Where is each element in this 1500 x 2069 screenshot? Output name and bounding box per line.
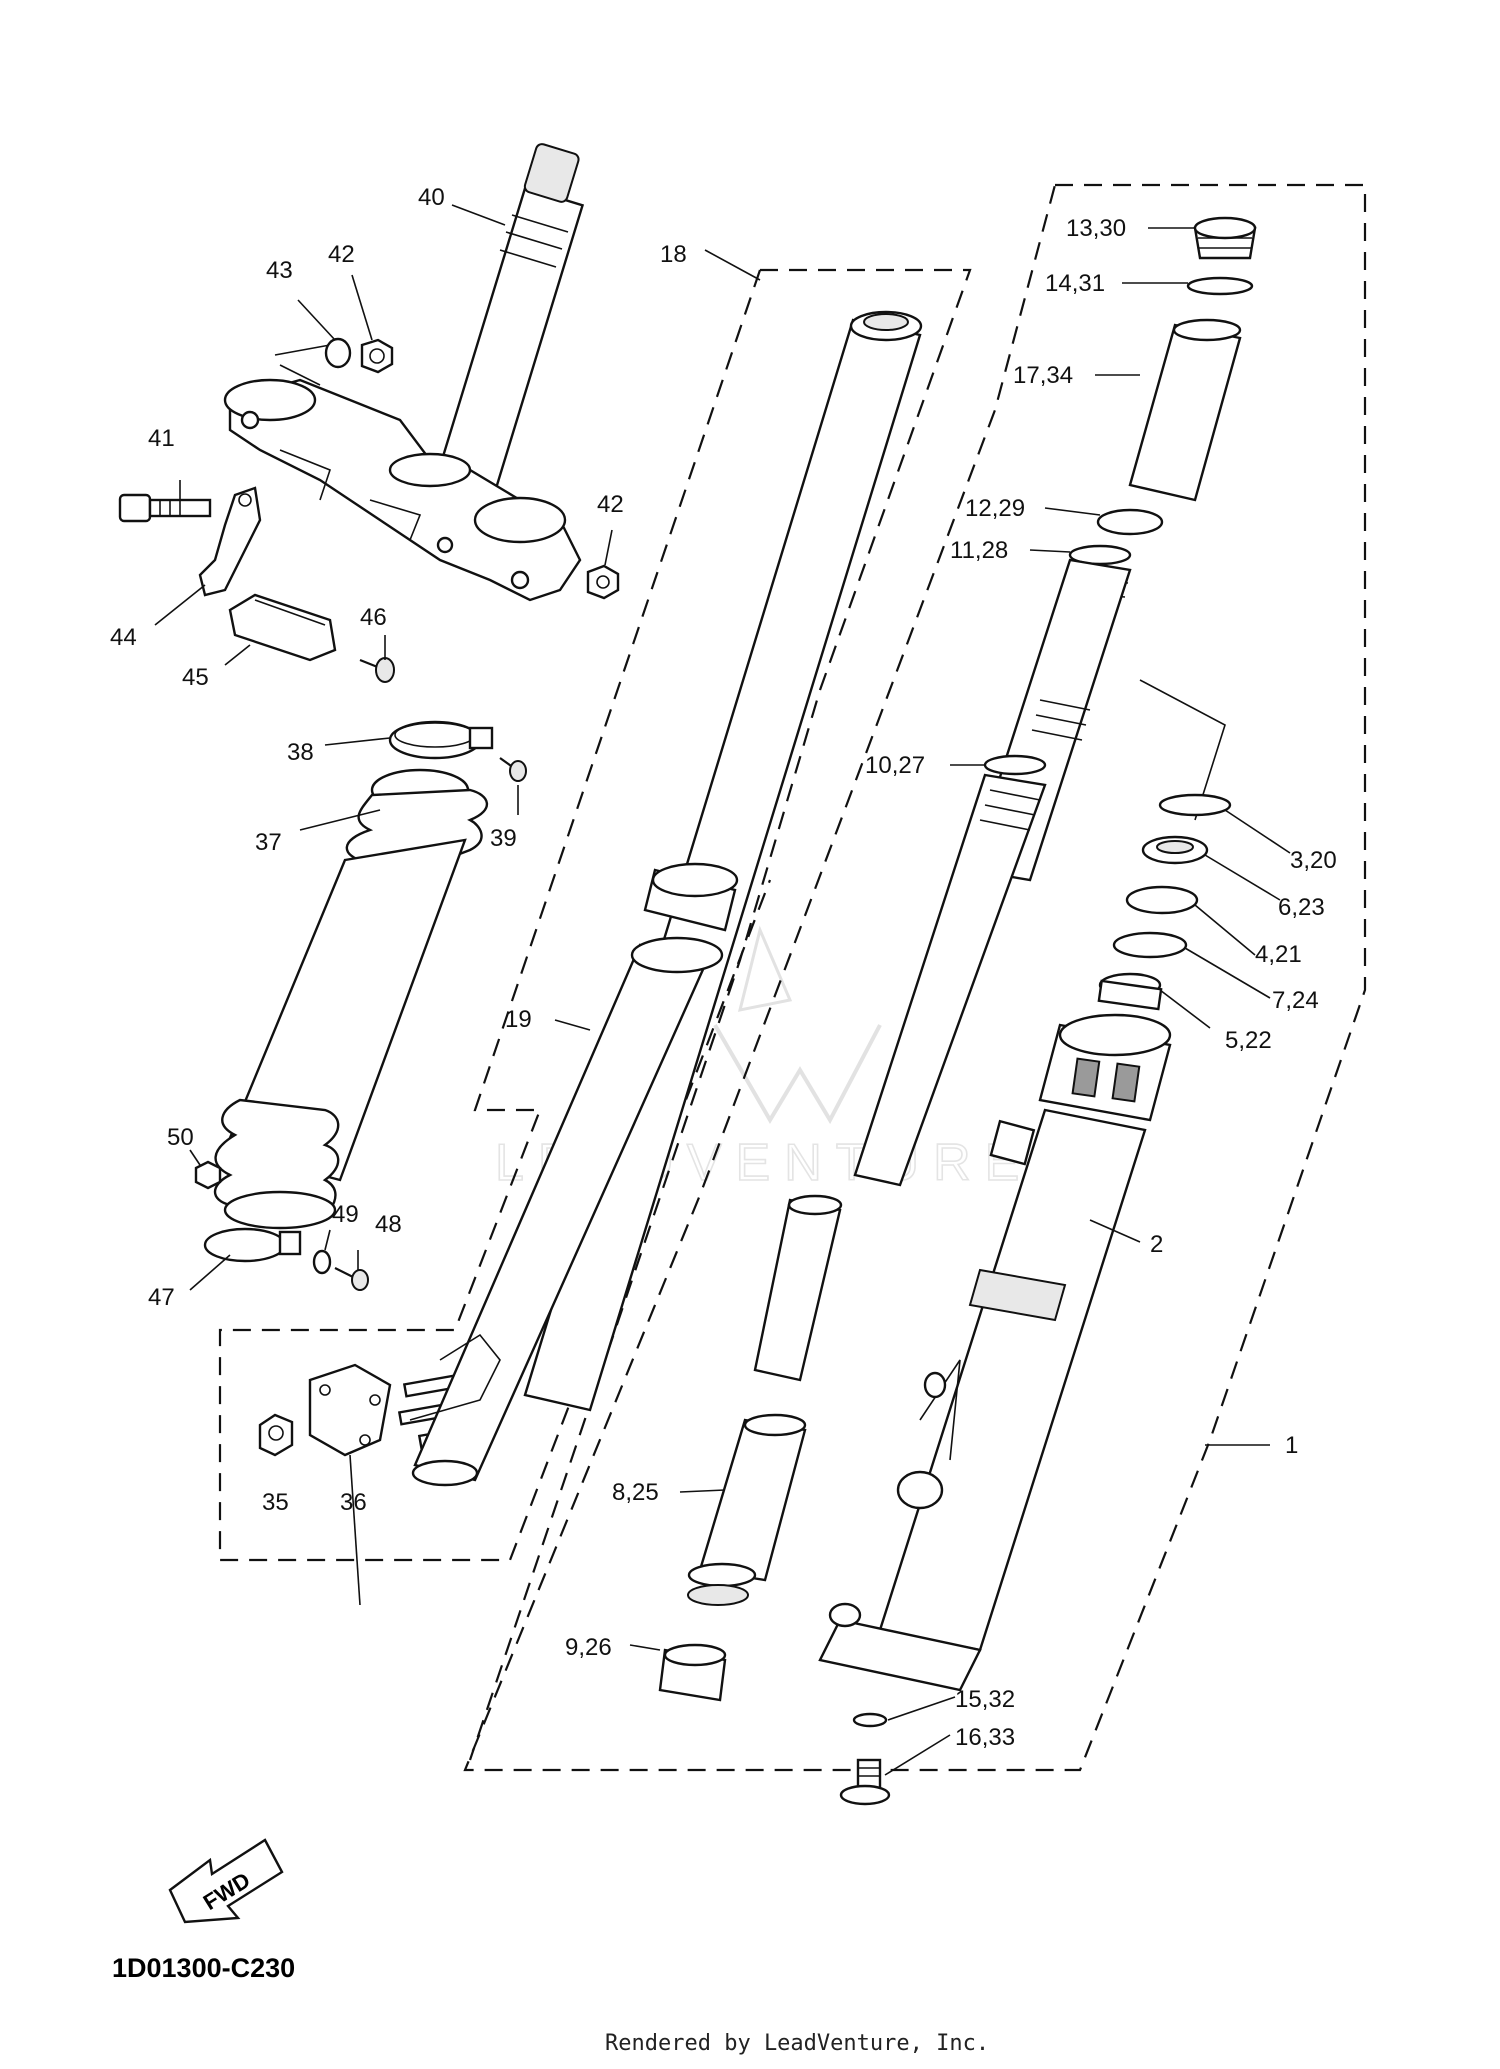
seal-ring-3-20 (1158, 793, 1232, 817)
screw-46 (359, 657, 395, 683)
guide-45 (228, 593, 337, 662)
oil-seal-7-24 (1112, 931, 1188, 959)
callout-18: 18 (660, 241, 687, 268)
callout-17-34: 17,34 (1013, 362, 1073, 389)
spacer-17-34 (1128, 318, 1242, 502)
clamp-38 (388, 720, 494, 760)
nut-50 (194, 1160, 222, 1190)
watermark-logo-mark-icon (713, 1023, 882, 1125)
callout-19: 19 (505, 1006, 532, 1033)
fork-boot-37 (213, 768, 489, 1230)
callout-14-31: 14,31 (1045, 270, 1105, 297)
oil-lock-piece-9-26 (658, 1643, 727, 1702)
damper-rod-10-27 (853, 754, 1047, 1187)
callout-41: 41 (148, 425, 175, 452)
callout-4-21: 4,21 (1255, 941, 1302, 968)
group-outline-1 (463, 183, 1367, 1772)
outer-tube-19 (409, 862, 739, 1487)
callout-6-23: 6,23 (1278, 894, 1325, 921)
callout-48: 48 (375, 1211, 402, 1238)
damper-cylinder-8-25 (687, 1194, 843, 1606)
diagram-code: 1D01300-C230 (112, 1953, 295, 1983)
callout-46: 46 (360, 604, 387, 631)
callout-16-33: 16,33 (955, 1724, 1015, 1751)
nut-42-top (360, 338, 394, 374)
callout-12-29: 12,29 (965, 495, 1025, 522)
callout-5-22: 5,22 (1225, 1027, 1272, 1054)
callout-10-27: 10,27 (865, 752, 925, 779)
group-outline-18 (468, 268, 972, 1761)
callout-9-26: 9,26 (565, 1634, 612, 1661)
screw-39 (499, 757, 527, 782)
forward-arrow-icon (168, 1838, 284, 1924)
callout-42-top: 42 (328, 241, 355, 268)
callout-15-32: 15,32 (955, 1686, 1015, 1713)
callout-7-24: 7,24 (1272, 987, 1319, 1014)
triple-clamp (223, 344, 582, 602)
leader-lines (154, 204, 1291, 1776)
callout-39: 39 (490, 825, 517, 852)
callout-50: 50 (167, 1124, 194, 1151)
stopper-ring-4-21 (1125, 885, 1199, 915)
inner-tube-18 (523, 310, 923, 1412)
callout-11-28: 11,28 (950, 537, 1008, 564)
callout-13-30: 13,30 (1066, 215, 1126, 242)
dust-seal-6-23 (1141, 835, 1209, 865)
screw-48 (334, 1267, 369, 1291)
callout-43: 43 (266, 257, 293, 284)
nut-42-side (586, 564, 620, 600)
washer-49 (312, 1249, 332, 1275)
axle-holder-36 (308, 1363, 392, 1457)
clamp-47 (203, 1227, 302, 1263)
callout-49: 49 (332, 1201, 359, 1228)
callout-35: 35 (262, 1489, 289, 1516)
steering-stem (435, 143, 585, 494)
callout-8-25: 8,25 (612, 1479, 659, 1506)
washer-5-22 (1097, 972, 1163, 1011)
bracket-line-3-20 (1139, 679, 1226, 821)
bracket-44 (198, 486, 262, 597)
callout-45: 45 (182, 664, 209, 691)
cap-bolt-13-30 (1193, 216, 1257, 260)
o-ring-43 (324, 337, 352, 369)
forward-arrow: FWD (168, 1838, 284, 1924)
nut-35 (258, 1413, 294, 1457)
washer-15-32 (852, 1712, 888, 1728)
washer-12-29 (1096, 508, 1164, 536)
group-outline-19 (218, 269, 772, 1562)
o-ring-14-31 (1186, 276, 1254, 296)
bolt-41 (118, 493, 212, 523)
callout-40: 40 (418, 184, 445, 211)
callout-1: 1 (1285, 1432, 1298, 1459)
callout-44: 44 (110, 624, 137, 651)
callout-38: 38 (287, 739, 314, 766)
callout-labels: 40 43 42 41 42 44 45 46 38 39 37 50 49 4… (110, 184, 1337, 1751)
callout-42-side: 42 (597, 491, 624, 518)
callout-47: 47 (148, 1284, 175, 1311)
callout-37: 37 (255, 829, 282, 856)
callout-3-20: 3,20 (1290, 847, 1337, 874)
callout-2: 2 (1150, 1231, 1163, 1258)
callout-36: 36 (340, 1489, 367, 1516)
bolt-16-33 (839, 1758, 891, 1806)
footer-credit: Rendered by LeadVenture, Inc. (605, 2031, 989, 2056)
outer-tube-2 (818, 1013, 1172, 1692)
watermark-logo-icon (737, 925, 793, 1012)
